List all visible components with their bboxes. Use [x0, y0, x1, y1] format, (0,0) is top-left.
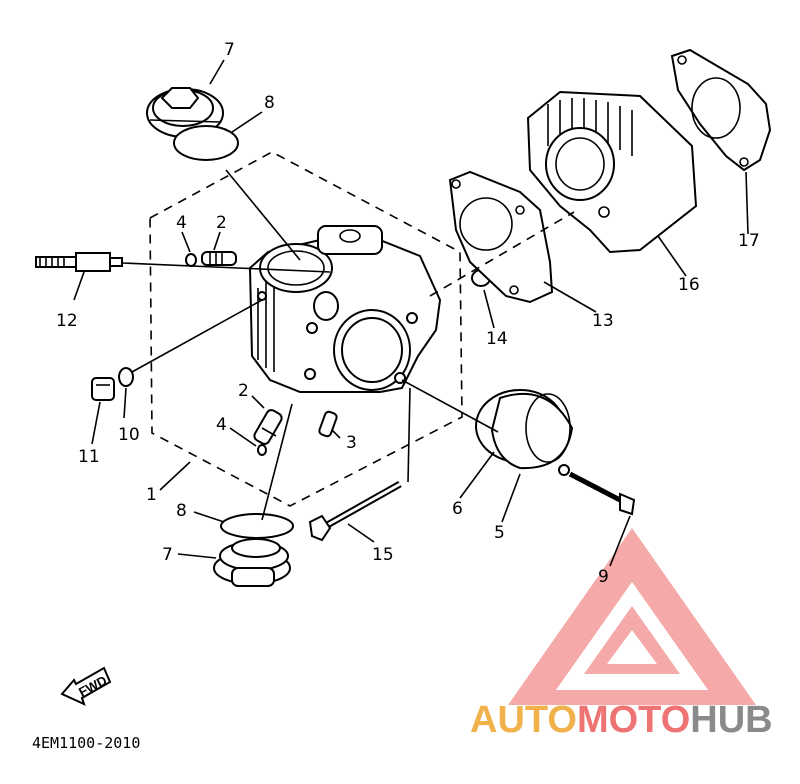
stud-bolt-top	[201, 251, 237, 266]
gasket-washer	[118, 367, 134, 387]
dowel-top	[185, 253, 197, 267]
dowel-bottom	[257, 444, 267, 456]
callout-11: 11	[78, 447, 100, 467]
callout-4-top: 4	[176, 213, 187, 233]
watermark-text: AUTOMOTOHUB	[470, 699, 773, 741]
callout-5: 5	[494, 523, 505, 543]
callout-17: 17	[738, 231, 760, 251]
callout-7-top: 7	[224, 40, 235, 60]
watermark-hub: HUB	[690, 699, 772, 741]
stud-bolt-bottom	[253, 409, 283, 445]
callout-2-top: 2	[216, 213, 227, 233]
plug-bolt	[91, 377, 115, 401]
cylinder-block	[526, 90, 698, 254]
callout-4-bottom: 4	[216, 415, 227, 435]
cylinder-base-gasket	[670, 48, 772, 172]
stud-bolt-small	[318, 410, 338, 438]
spark-plug	[35, 252, 331, 273]
callout-15: 15	[372, 545, 394, 565]
callout-leaders	[73, 59, 749, 567]
svg-text:FWD: FWD	[76, 673, 109, 700]
oil-filler-cap-top	[146, 87, 224, 138]
side-cover	[475, 389, 574, 476]
callout-16: 16	[678, 275, 700, 295]
callout-13: 13	[592, 311, 614, 331]
cylinder-head-boundary	[149, 151, 463, 507]
callout-10: 10	[118, 425, 140, 445]
fwd-arrow-icon: FWD	[60, 666, 112, 706]
long-bolt	[308, 480, 402, 542]
cylinder-head-gasket	[448, 170, 554, 304]
watermark-moto: MOTO	[577, 699, 690, 741]
cylinder-head	[248, 225, 442, 393]
o-ring-bottom	[220, 513, 294, 539]
cover-bolt	[568, 471, 636, 516]
oil-filler-cap-bottom	[213, 538, 291, 587]
callout-1: 1	[146, 485, 157, 505]
callout-9: 9	[598, 567, 609, 587]
watermark-auto: AUTO	[470, 699, 577, 741]
callout-14: 14	[486, 329, 508, 349]
callout-8-top: 8	[264, 93, 275, 113]
callout-12: 12	[56, 311, 78, 331]
o-ring-top	[173, 125, 239, 161]
drawing-code: 4EM1100-2010	[32, 734, 140, 752]
callout-8-bottom: 8	[176, 501, 187, 521]
watermark-logo	[508, 528, 756, 705]
callout-6: 6	[452, 499, 463, 519]
callout-3: 3	[346, 433, 357, 453]
callout-2-bottom: 2	[238, 381, 249, 401]
callout-7-bottom: 7	[162, 545, 173, 565]
